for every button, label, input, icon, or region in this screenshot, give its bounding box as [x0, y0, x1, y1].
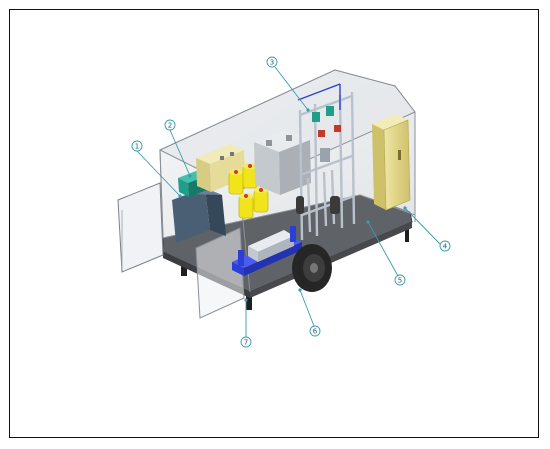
callout-5-label: 5 [398, 277, 402, 285]
callout-2: 2 [164, 119, 176, 131]
piping-rack [298, 91, 356, 241]
callout-4: 4 [439, 240, 451, 252]
callout-7-label: 7 [244, 339, 248, 347]
callout-4-label: 4 [443, 243, 448, 251]
callout-leaders [136, 66, 441, 337]
rack-fittings [296, 83, 341, 214]
open-side-door [117, 182, 164, 273]
callout-7: 7 [240, 336, 252, 348]
callout-5: 5 [394, 274, 406, 286]
callout-6: 6 [309, 325, 321, 337]
blue-filter-skid [232, 226, 302, 276]
trailer-wheel [292, 244, 332, 292]
yellow-chemical-tanks [228, 163, 269, 219]
callout-6-label: 6 [313, 328, 318, 336]
callout-3: 3 [266, 56, 278, 68]
process-tank [254, 130, 311, 195]
electrical-cabinet [372, 114, 411, 211]
callout-1-label: 1 [135, 143, 139, 151]
callout-3-label: 3 [270, 59, 274, 67]
leader-dots [178, 108, 407, 302]
callout-2-label: 2 [168, 122, 172, 130]
callout-1: 1 [131, 140, 143, 152]
